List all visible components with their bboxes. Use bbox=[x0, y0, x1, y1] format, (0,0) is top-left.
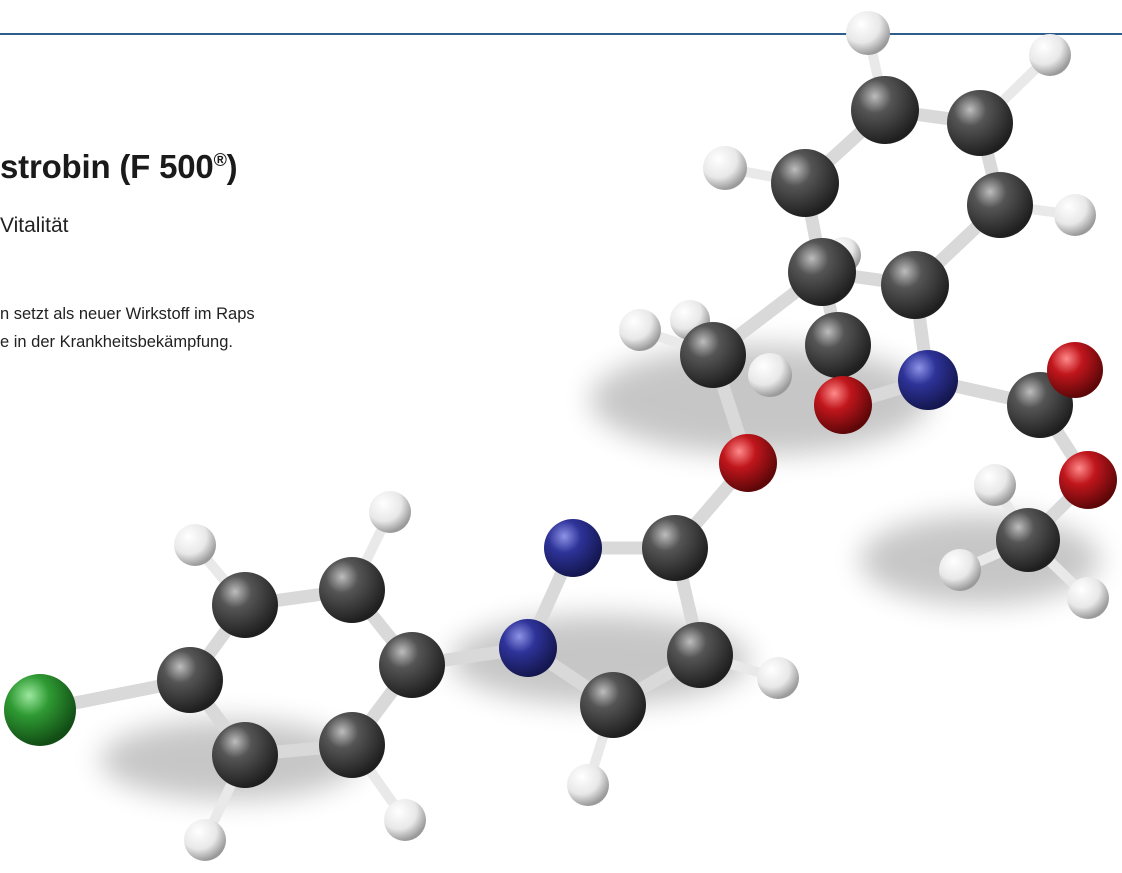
nitrogen-atoms bbox=[499, 350, 958, 677]
intro-line-1: n setzt als neuer Wirkstoff im Raps bbox=[0, 305, 255, 323]
carbon-atoms bbox=[157, 76, 1073, 788]
page-title: strobin (F 500®) bbox=[0, 148, 238, 186]
chlorine-atom bbox=[4, 674, 76, 746]
intro-line-2: e in der Krankheitsbekämpfung. bbox=[0, 333, 233, 351]
oxygen-atoms bbox=[719, 342, 1117, 509]
intro-text: n setzt als neuer Wirkstoff im Raps e in… bbox=[0, 300, 420, 356]
title-close: ) bbox=[226, 148, 238, 185]
title-text: strobin (F 500 bbox=[0, 148, 214, 185]
hydrogen-atoms bbox=[174, 11, 1109, 861]
page-subtitle: Vitalität bbox=[0, 214, 69, 237]
registered-mark: ® bbox=[213, 150, 227, 170]
top-divider bbox=[0, 33, 1122, 35]
